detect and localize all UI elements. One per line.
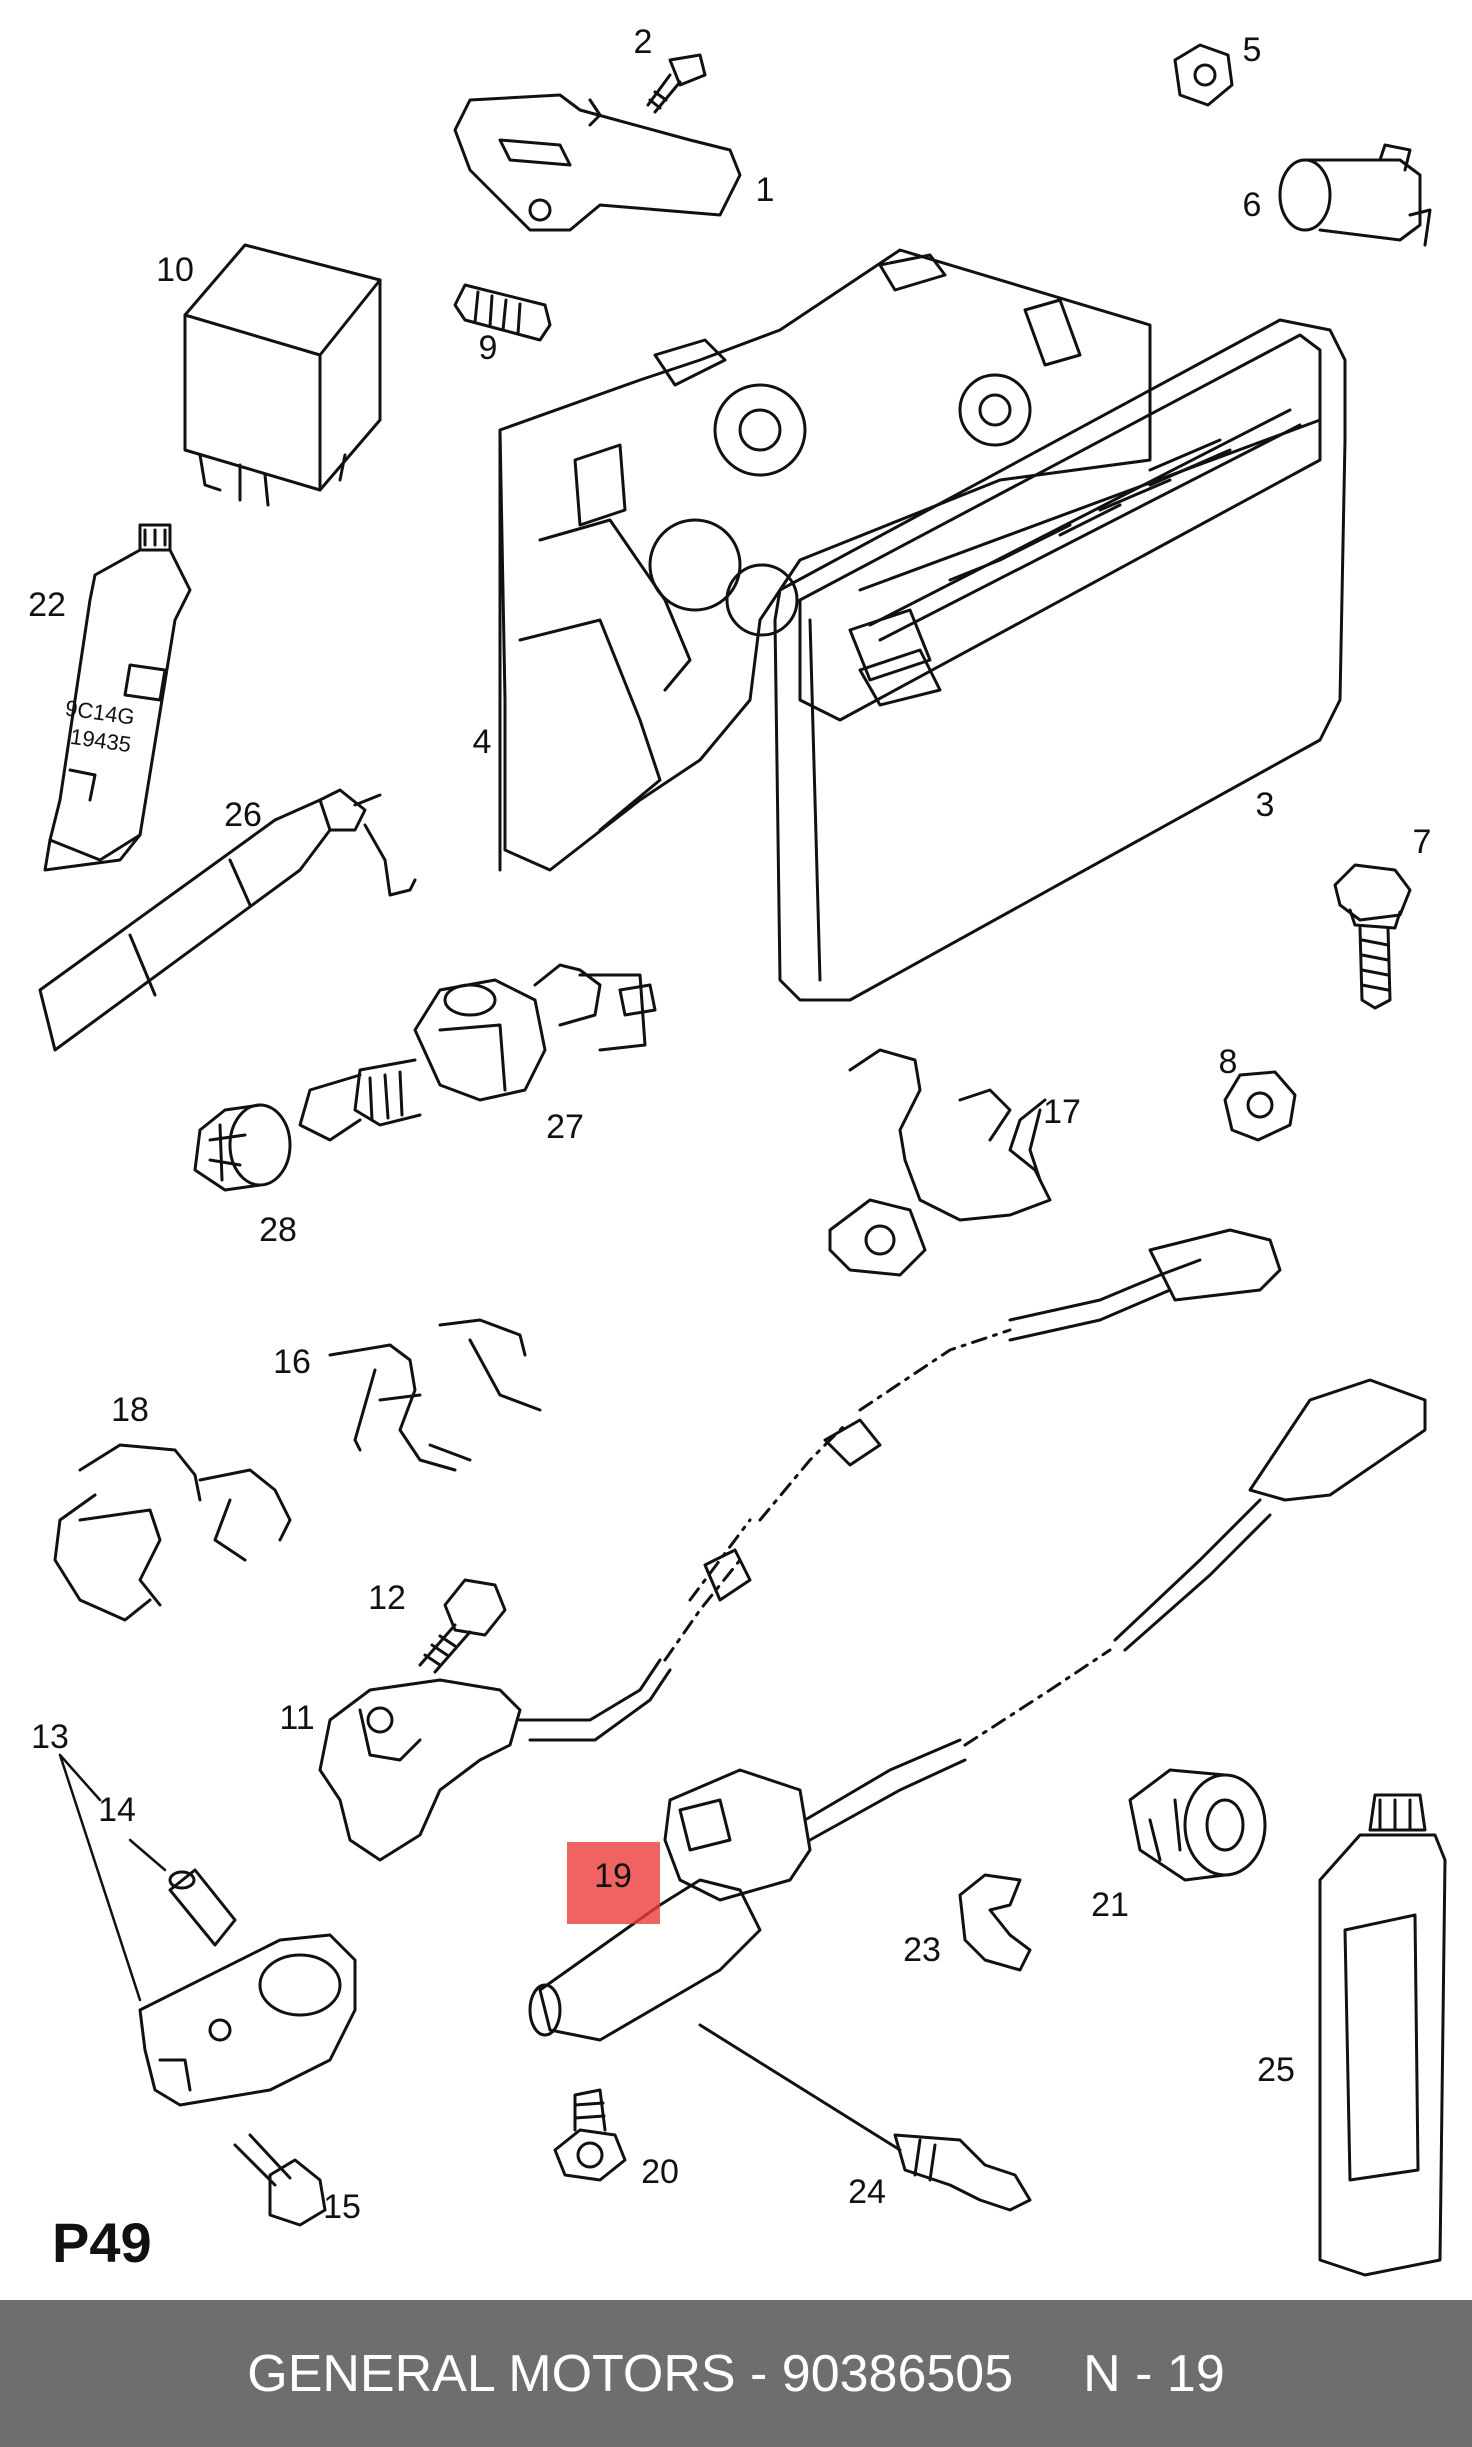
footer-brand-part: GENERAL MOTORS - 90386505	[247, 2344, 1014, 2403]
part-15-screw	[233, 2133, 327, 2227]
part-19-sensor	[528, 1378, 1427, 2042]
highlight-box-part-19	[567, 1842, 660, 1924]
part-24-probe	[698, 2023, 1032, 2212]
page-code: P49	[52, 2211, 152, 2274]
callout-3: 3	[1255, 786, 1275, 824]
callout-22: 22	[28, 586, 66, 624]
part-10-relay	[183, 243, 382, 507]
footer-ref: N - 19	[1083, 2344, 1225, 2403]
part-14-pin	[168, 1868, 237, 1947]
callout-15: 15	[323, 2188, 361, 2226]
callout-18: 18	[111, 1391, 149, 1429]
part-16-clip	[328, 1318, 542, 1472]
part-18-clip	[53, 1443, 292, 1622]
callout-13: 13	[31, 1718, 69, 1756]
callout-25: 25	[1257, 2051, 1295, 2089]
part-20-bolt	[553, 2088, 627, 2182]
callout-23: 23	[903, 1931, 941, 1969]
part-4-housing	[498, 248, 1152, 872]
part-2-screw	[646, 53, 707, 114]
callout-24: 24	[848, 2173, 886, 2211]
part-6-clip	[1278, 143, 1432, 247]
part-25-tube	[1318, 1793, 1447, 2277]
callout-16: 16	[273, 1343, 311, 1381]
part-17-clip	[828, 1048, 1052, 1277]
callout-26: 26	[224, 796, 262, 834]
part-3-control-unit	[773, 318, 1347, 1002]
part-12-screw	[418, 1578, 507, 1674]
part-7-bolt	[1333, 863, 1412, 1010]
callout-1: 1	[755, 171, 775, 209]
part-1-bracket	[453, 93, 742, 232]
part-22-tube	[43, 523, 192, 872]
part-13-mount	[138, 1933, 357, 2107]
callout-7: 7	[1412, 823, 1432, 861]
callout-5: 5	[1242, 31, 1262, 69]
part-21-bush	[1128, 1768, 1267, 1882]
part-26-probe	[38, 788, 417, 1052]
exploded-parts-diagram: 9C14G 19435 1 2 3 4 5 6 7 8 9 10 11 12 1…	[28, 23, 1447, 2277]
part-5-nut	[1173, 43, 1234, 107]
callout-19: 19	[594, 1857, 632, 1895]
part-23-clip	[958, 1873, 1032, 1972]
parts-drawing	[38, 43, 1447, 2277]
callout-28: 28	[259, 1211, 297, 1249]
callout-6: 6	[1242, 186, 1262, 224]
callout-4: 4	[472, 723, 492, 761]
callout-27: 27	[546, 1108, 584, 1146]
callout-10: 10	[156, 251, 194, 289]
footer-bar: GENERAL MOTORS - 90386505 N - 19	[0, 2300, 1472, 2447]
callout-20: 20	[641, 2153, 679, 2191]
callout-12: 12	[368, 1579, 406, 1617]
part-9-spring	[453, 283, 552, 342]
callout-9: 9	[478, 329, 498, 367]
leader-lines	[58, 1753, 167, 2002]
callout-14: 14	[98, 1791, 136, 1829]
part-8-nut	[1223, 1070, 1297, 1142]
part-27-switch	[298, 963, 657, 1142]
callout-8: 8	[1218, 1043, 1238, 1081]
part-11-sensor	[318, 1228, 1282, 1862]
callout-2: 2	[633, 23, 653, 61]
callout-11: 11	[279, 1699, 315, 1737]
callout-17: 17	[1043, 1093, 1081, 1131]
callout-21: 21	[1091, 1886, 1129, 1924]
part-28-connector	[193, 1103, 292, 1192]
